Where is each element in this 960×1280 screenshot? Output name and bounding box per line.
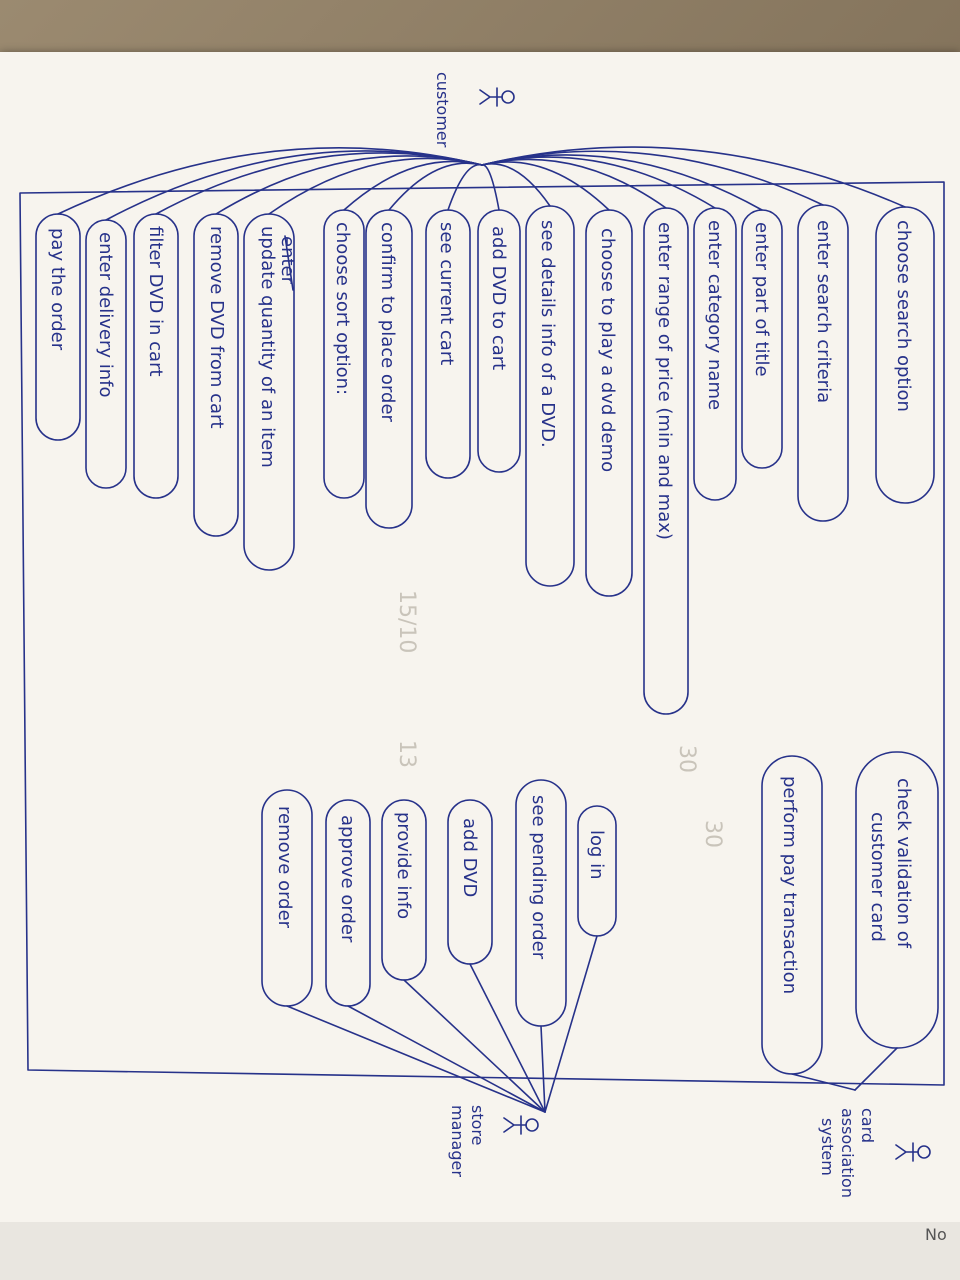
use-case-label: perform pay transaction — [779, 776, 800, 994]
manager-line — [347, 1005, 546, 1113]
bg-print-3: 30 — [674, 745, 699, 773]
use-case-label: confirm to place order — [377, 222, 398, 423]
use-case-enter-range-of-price: enter range of price (min and max) — [643, 207, 689, 715]
use-case-remove-dvd-from-cart: remove DVD from cart — [193, 213, 239, 537]
stick-figure-icon — [895, 1142, 931, 1162]
use-case-label: enter search criteria — [813, 220, 834, 403]
customer-line — [105, 150, 483, 221]
store-manager-label-1: store — [468, 1105, 487, 1145]
customer-line — [57, 147, 483, 215]
use-case-see-details-info: see details info of a DVD. — [525, 205, 575, 587]
use-case-add-dvd: add DVD — [447, 799, 493, 965]
card-use-cases: check validation of customer card perfor… — [761, 751, 939, 1075]
use-case-enter-delivery-info: enter delivery info — [85, 219, 127, 489]
use-case-filter-dvd-in-cart: filter DVD in cart — [133, 213, 179, 499]
customer-association-lines — [57, 146, 906, 221]
card-association-lines — [791, 1047, 898, 1091]
system-boundary — [19, 181, 945, 1086]
crossed-word: enter — [277, 236, 298, 285]
stick-figure-icon — [503, 1115, 539, 1135]
store-manager-actor: store manager — [448, 1105, 539, 1177]
customer-line — [481, 164, 500, 211]
customer-line — [481, 161, 610, 211]
bg-print-4: 30 — [700, 820, 725, 848]
card-association-label-2: association — [838, 1108, 857, 1198]
use-case-label: see pending order — [528, 795, 549, 960]
store-manager-label-2: manager — [448, 1105, 467, 1177]
customer-actor: customer — [433, 72, 515, 148]
use-case-add-dvd-to-cart: add DVD to cart — [477, 209, 521, 473]
use-case-label: enter category name — [704, 220, 725, 410]
notebook-page — [0, 1222, 960, 1280]
use-case-provide-info: provide info — [381, 799, 427, 981]
use-case-choose-sort-option: choose sort option: — [323, 209, 365, 499]
manager-association-lines — [286, 935, 598, 1113]
card-line — [854, 1047, 898, 1091]
use-case-enter-part-of-title: enter part of title — [741, 209, 783, 469]
bg-print-5: No — [925, 1225, 947, 1244]
use-case-label: add DVD to cart — [488, 226, 509, 370]
use-case-label: see details info of a DVD. — [537, 220, 558, 448]
manager-line — [286, 1005, 546, 1113]
use-case-label: remove DVD from cart — [206, 226, 227, 429]
manager-line — [469, 963, 546, 1113]
use-case-enter-search-criteria: enter search criteria — [797, 204, 849, 522]
use-case-perform-pay-transaction: perform pay transaction — [761, 755, 823, 1075]
use-case-label: update quantity of an item — [257, 226, 278, 468]
customer-label: customer — [433, 72, 452, 148]
use-case-enter-category-name: enter category name — [693, 207, 737, 501]
use-case-label: enter delivery info — [95, 232, 116, 398]
manager-line — [544, 935, 598, 1113]
use-case-label-line-2: customer card — [867, 812, 888, 942]
use-case-approve-order: approve order — [325, 799, 371, 1007]
use-case-see-pending-order: see pending order — [515, 779, 567, 1027]
use-case-see-current-cart: see current cart — [425, 209, 471, 479]
use-case-label: filter DVD in cart — [145, 226, 166, 377]
use-case-label: pay the order — [47, 228, 68, 351]
use-case-label: add DVD — [459, 818, 480, 897]
use-case-label: remove order — [274, 806, 295, 929]
bg-print-1: 15/10 — [394, 590, 419, 653]
use-case-choose-to-play-dvd-demo: choose to play a dvd demo — [585, 209, 633, 597]
background-print: 15/10 13 30 30 No — [394, 590, 947, 1244]
use-case-label: see current cart — [436, 222, 457, 365]
use-case-log-in: log in — [577, 805, 617, 937]
customer-line — [481, 158, 667, 209]
use-case-check-validation: check validation of customer card — [855, 751, 939, 1049]
manager-use-cases: log in see pending order add DVD provide… — [261, 779, 617, 1027]
use-case-label: choose sort option: — [332, 222, 353, 395]
use-case-update-quantity: enter update quantity of an item — [243, 213, 298, 571]
customer-line — [481, 163, 551, 207]
use-case-label: log in — [586, 830, 607, 880]
use-case-label: enter range of price (min and max) — [654, 222, 675, 540]
manager-line — [540, 1025, 546, 1113]
use-case-label: provide info — [393, 812, 414, 919]
use-case-label: enter part of title — [751, 222, 772, 377]
use-case-pay-the-order: pay the order — [35, 213, 81, 441]
bg-print-2: 13 — [394, 740, 419, 768]
use-case-choose-search-option: choose search option — [875, 206, 935, 504]
use-case-label: choose search option — [893, 220, 914, 412]
use-case-remove-order: remove order — [261, 789, 313, 1007]
paper-sheet — [0, 52, 960, 1222]
use-case-confirm-to-place-order: confirm to place order — [365, 209, 413, 529]
card-association-label-1: card — [858, 1108, 877, 1143]
stick-figure-icon — [479, 87, 515, 107]
customer-use-cases: choose search option enter search criter… — [35, 204, 935, 715]
use-case-label: choose to play a dvd demo — [597, 228, 618, 472]
use-case-label: approve order — [337, 815, 358, 943]
manager-line — [403, 979, 546, 1113]
card-association-label-3: system — [818, 1118, 837, 1176]
card-association-actor: card association system — [818, 1108, 931, 1198]
use-case-label-line-1: check validation of — [893, 778, 914, 949]
strike-through — [284, 235, 294, 291]
card-line — [791, 1073, 856, 1091]
